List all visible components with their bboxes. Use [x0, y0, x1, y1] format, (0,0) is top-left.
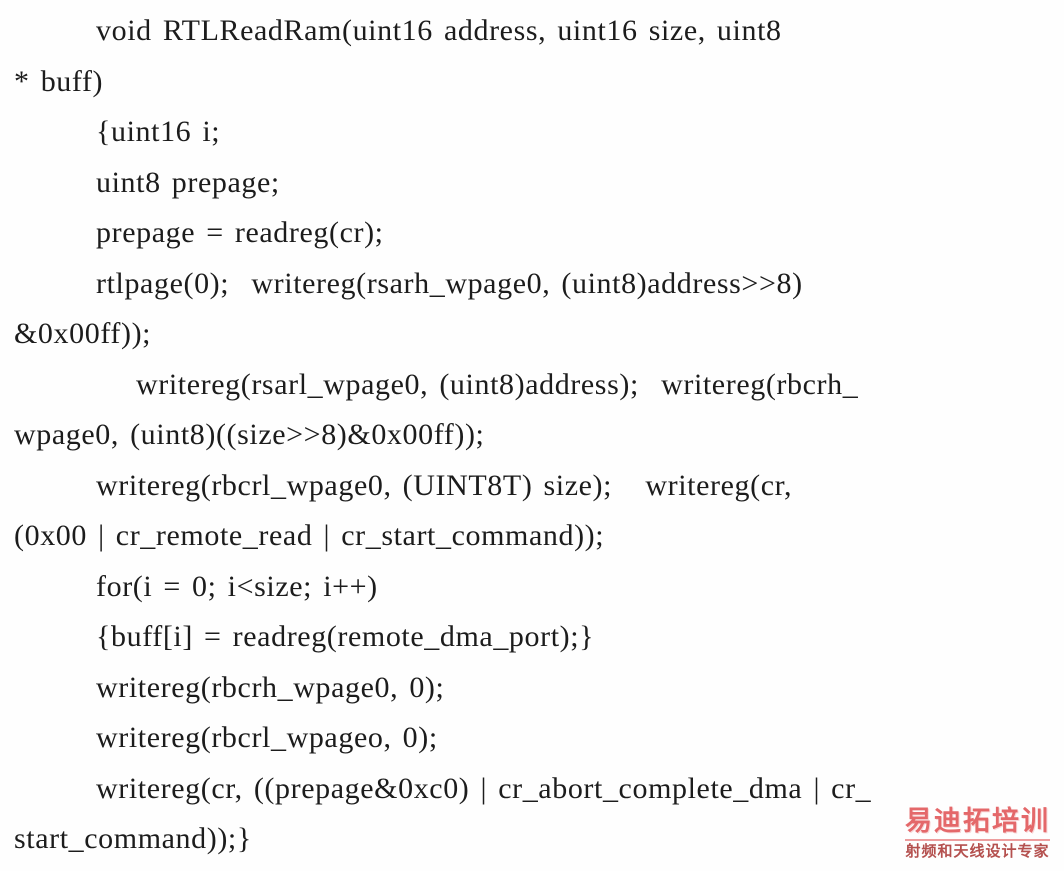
code-line: writereg(rsarl_wpage0, (uint8)address); …: [136, 367, 859, 401]
code-line: rtlpage(0); writereg(rsarh_wpage0, (uint…: [96, 266, 803, 300]
code-line: uint8 prepage;: [96, 165, 280, 199]
code-line: void RTLReadRam(uint16 address, uint16 s…: [96, 14, 782, 47]
code-line: start_command));}: [14, 822, 252, 855]
code-line: writereg(rbcrl_wpage0, (UINT8T) size); w…: [96, 468, 793, 502]
code-line: wpage0, (uint8)((size>>8)&0x00ff));: [14, 418, 485, 451]
code-line: &0x00ff));: [14, 317, 152, 350]
code-line: for(i = 0; i<size; i++): [96, 569, 378, 603]
code-line: {buff[i] = readreg(remote_dma_port);}: [96, 620, 595, 653]
watermark-subtitle: 射频和天线设计专家: [905, 843, 1050, 860]
code-line: writereg(rbcrl_wpageo, 0);: [96, 721, 438, 754]
code-line: prepage = readreg(cr);: [96, 216, 384, 249]
code-line: (0x00 | cr_remote_read | cr_start_comman…: [14, 519, 605, 552]
code-line: * buff): [14, 64, 104, 98]
code-block: void RTLReadRam(uint16 address, uint16 s…: [14, 6, 1050, 865]
code-line: writereg(rbcrh_wpage0, 0);: [96, 670, 445, 704]
code-line: {uint16 i;: [96, 115, 221, 148]
watermark: 易迪拓培训 射频和天线设计专家: [905, 806, 1050, 861]
watermark-title: 易迪拓培训: [905, 806, 1050, 841]
code-line: writereg(cr, ((prepage&0xc0) | cr_abort_…: [96, 771, 872, 805]
